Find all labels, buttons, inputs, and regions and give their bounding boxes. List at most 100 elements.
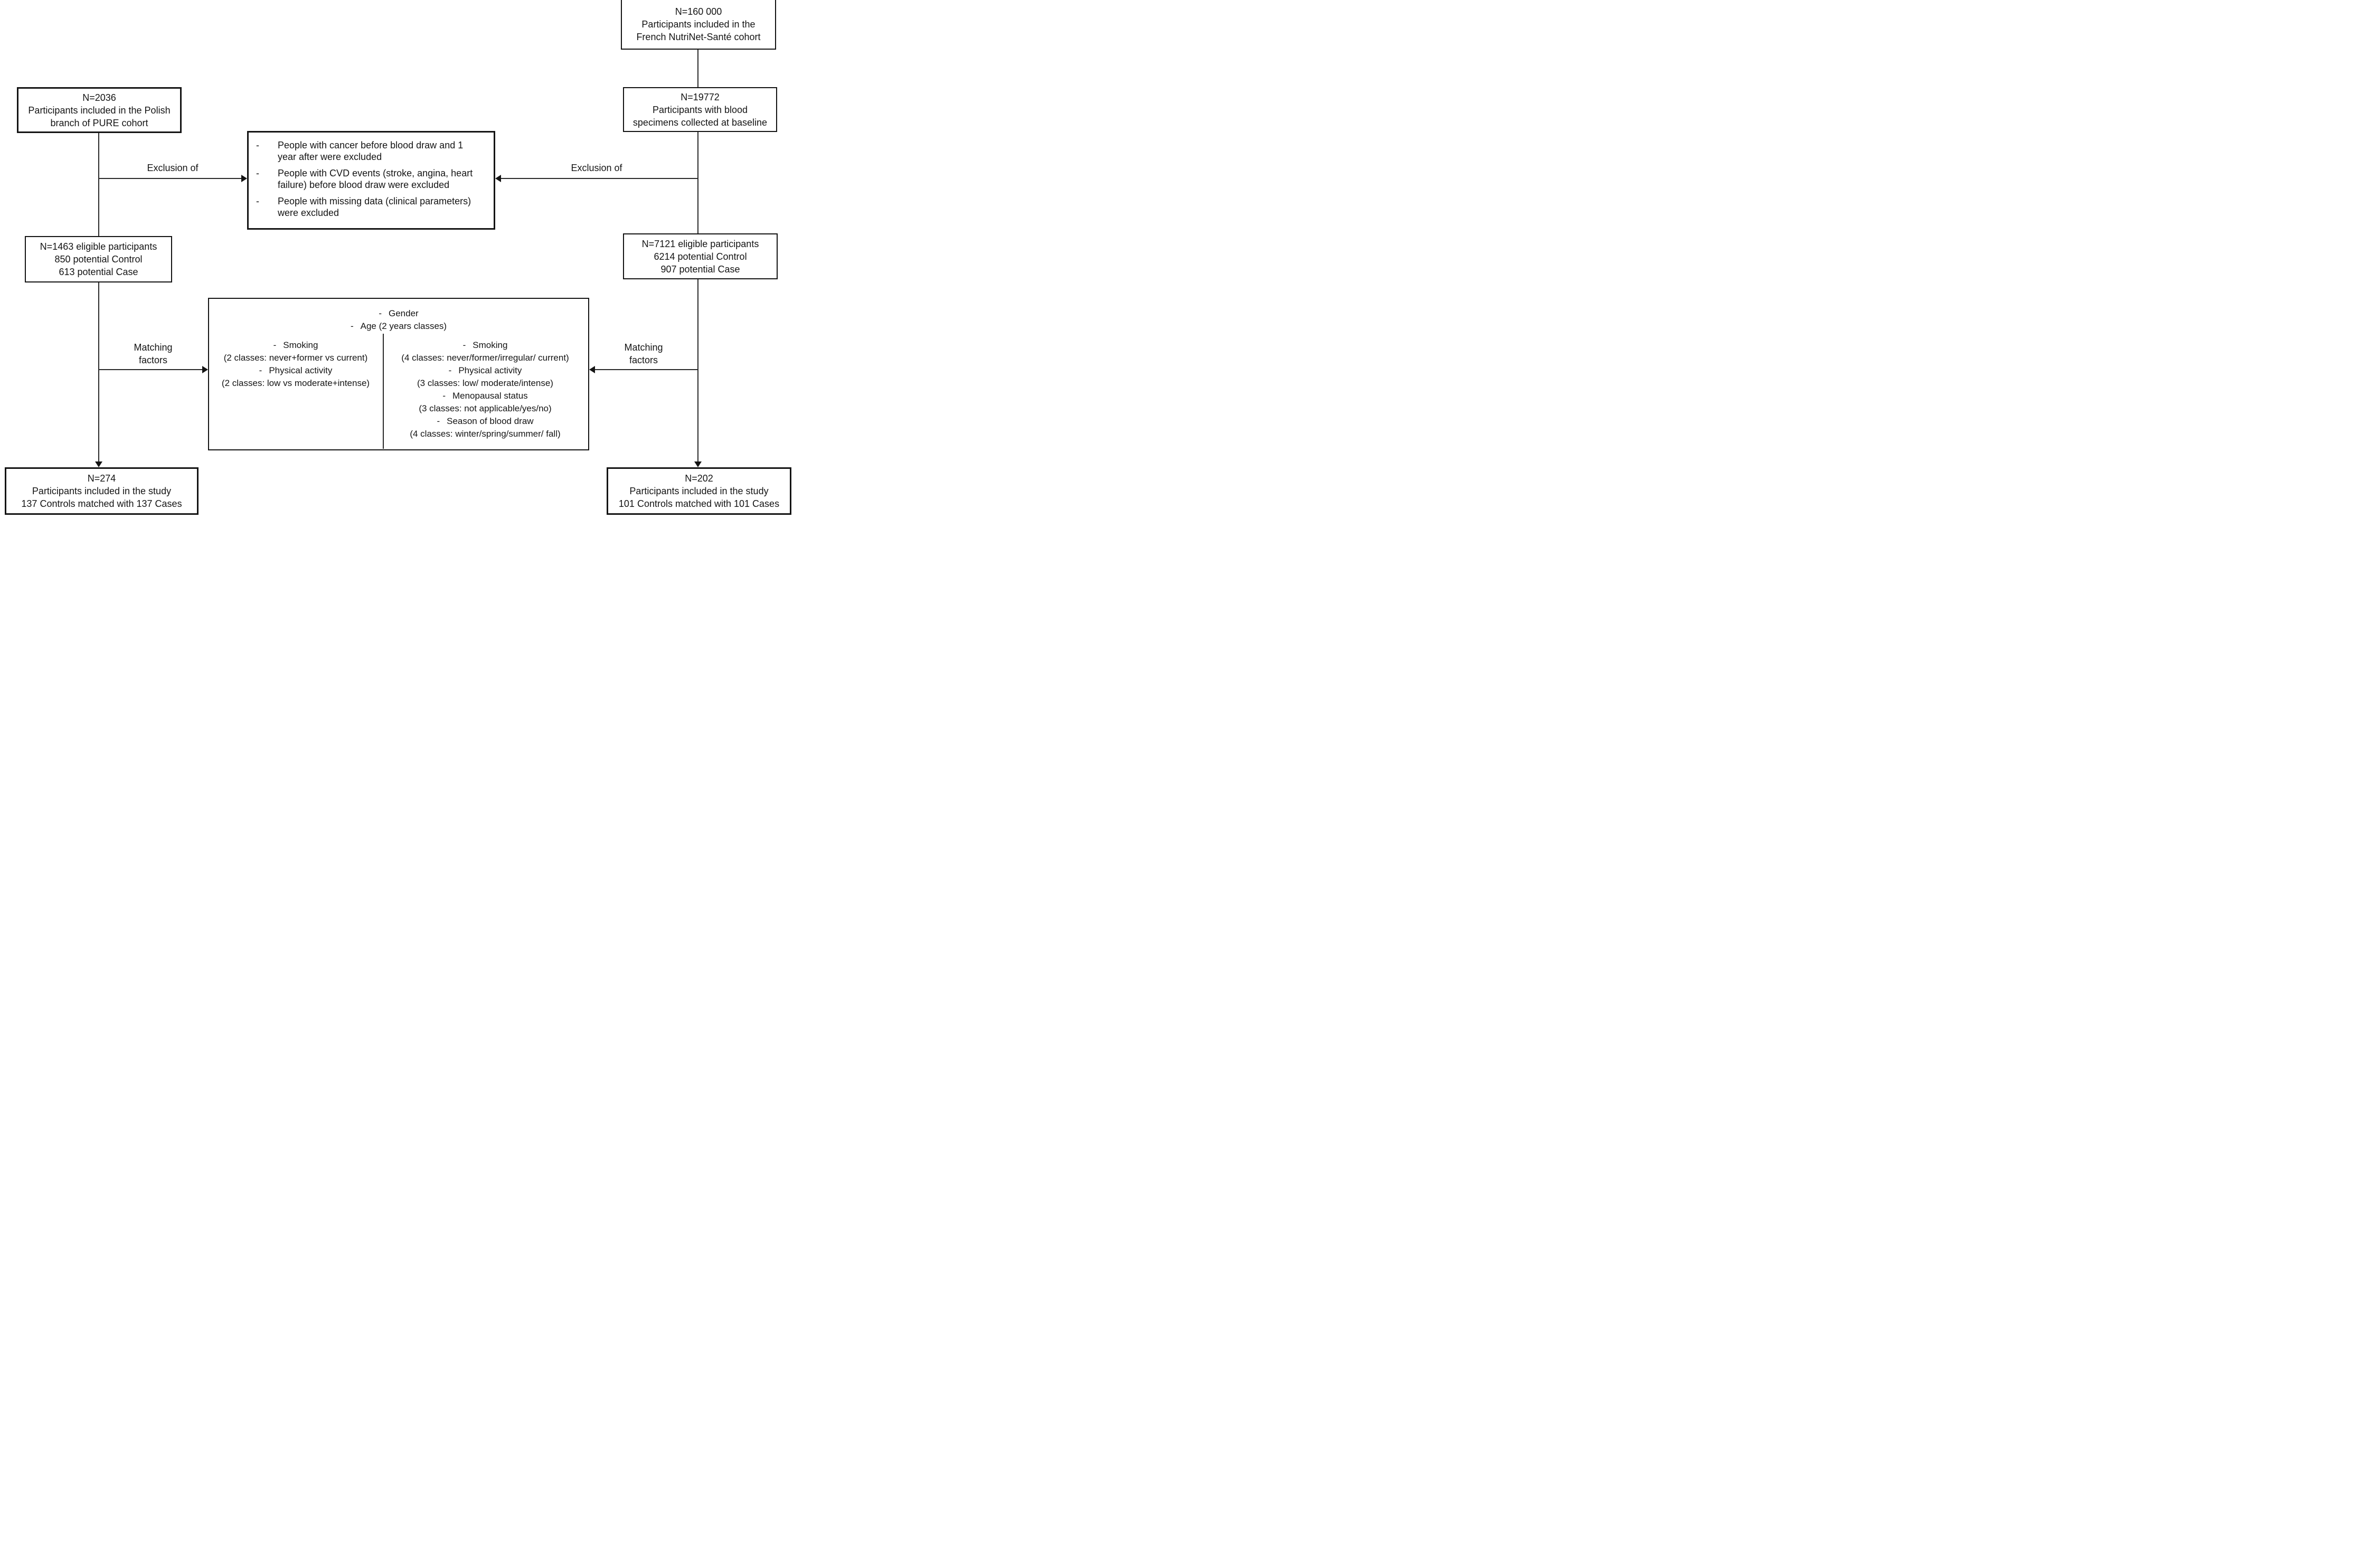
matching-label-left: Matching factors [111, 341, 195, 366]
matching-factor: - Physical activity [209, 364, 382, 377]
connector-polish-eligible-to-final [98, 282, 99, 461]
column-divider [383, 334, 384, 449]
polish-cohort-box: N=2036 Participants included in the Poli… [17, 87, 182, 133]
matching-factor-label: Physical activity [269, 365, 333, 375]
matching-label-line: factors [629, 355, 658, 365]
matching-factor-classes: (3 classes: low/ moderate/intense) [417, 378, 553, 388]
box-text-line: Participants included in the [641, 19, 755, 30]
matching-label-line: Matching [134, 342, 173, 353]
matching-factor: - Smoking [382, 339, 588, 352]
arrowhead-into-exclusion-left-icon [241, 175, 247, 182]
participant-count: N=19772 [681, 91, 720, 102]
matching-factor: - Age (2 years classes) [209, 320, 588, 333]
bullet-dash: - [448, 365, 452, 375]
bullet-dash: - [273, 340, 277, 350]
arrowhead-into-french-final-icon [694, 461, 702, 467]
arrowhead-into-matching-right-icon [589, 366, 595, 373]
connector-french-blood-to-eligible [697, 132, 698, 233]
box-text-line: Participants included in the study [32, 486, 172, 496]
matched-counts: 101 Controls matched with 101 Cases [618, 498, 780, 509]
exclusion-item: - People with missing data (clinical par… [249, 195, 490, 219]
matching-columns: - Smoking (2 classes: never+former vs cu… [209, 333, 588, 440]
final-count: N=202 [685, 473, 713, 484]
matching-shared-factors: - Gender - Age (2 years classes) [209, 299, 588, 333]
matching-factor-classes: (4 classes: never/former/irregular/ curr… [401, 353, 569, 363]
matching-factor-label: Smoking [283, 340, 318, 350]
bullet-dash: - [350, 321, 354, 331]
matching-factor: - Smoking [209, 339, 382, 352]
arrow-shaft-exclusion-left [99, 178, 242, 179]
french-eligible-box: N=7121 eligible participants 6214 potent… [623, 233, 778, 279]
box-text-line: Participants included in the Polish [28, 105, 171, 116]
box-text-line: specimens collected at baseline [632, 117, 768, 128]
arrow-shaft-exclusion-right [500, 178, 698, 179]
box-text-line: Participants with blood [652, 104, 748, 115]
matching-factor-classes: (2 classes: low vs moderate+intense) [221, 378, 370, 388]
matching-factor: - Gender [209, 307, 588, 320]
exclusion-item-line: were excluded [278, 208, 339, 218]
matching-label-line: Matching [624, 342, 663, 353]
matching-factors-box: - Gender - Age (2 years classes) - Smoki… [208, 298, 589, 450]
final-count: N=274 [87, 473, 116, 484]
matching-factor-label: Smoking [473, 340, 508, 350]
exclusion-label-left: Exclusion of [147, 163, 199, 173]
matching-factor: - Season of blood draw [382, 415, 588, 428]
potential-control-count: 6214 potential Control [654, 251, 747, 262]
arrowhead-into-polish-final-icon [95, 461, 102, 467]
matching-factor-label: Physical activity [458, 365, 522, 375]
bullet-dash: - [256, 168, 259, 178]
arrowhead-into-matching-left-icon [202, 366, 208, 373]
exclusion-item-line: failure) before blood draw were excluded [278, 180, 450, 190]
bullet-dash: - [256, 196, 259, 206]
box-text-line: branch of PURE cohort [50, 117, 148, 128]
french-blood-specimens-box: N=19772 Participants with blood specimen… [623, 87, 777, 132]
arrow-shaft-matching-right [594, 369, 698, 370]
study-flow-diagram: N=2036 Participants included in the Poli… [0, 0, 794, 519]
connector-polish-cohort-to-eligible [98, 133, 99, 236]
bullet-dash: - [437, 416, 440, 426]
bullet-dash: - [462, 340, 466, 350]
matching-label-right: Matching factors [601, 341, 686, 366]
participant-count: N=2036 [82, 92, 116, 103]
box-text-line: French NutriNet-Santé cohort [636, 32, 761, 42]
connector-french-cohort-to-blood [697, 50, 698, 87]
matching-factor-label: Season of blood draw [447, 416, 534, 426]
exclusion-item-line: People with missing data (clinical param… [278, 196, 471, 206]
exclusion-item-line: People with CVD events (stroke, angina, … [278, 168, 473, 178]
connector-french-eligible-to-final [697, 279, 698, 461]
matching-label-line: factors [138, 355, 168, 365]
potential-case-count: 907 potential Case [660, 263, 740, 275]
exclusion-criteria-box: - People with cancer before blood draw a… [247, 131, 495, 230]
exclusion-item-line: year after were excluded [278, 152, 382, 162]
participant-count: N=160 000 [675, 6, 722, 17]
potential-case-count: 613 potential Case [59, 267, 138, 277]
matching-factor-label: Age (2 years classes) [360, 321, 447, 331]
matched-counts: 137 Controls matched with 137 Cases [21, 498, 182, 509]
eligible-count: N=7121 eligible participants [641, 238, 759, 249]
bullet-dash: - [259, 365, 262, 375]
bullet-dash: - [442, 391, 446, 401]
exclusion-item: - People with CVD events (stroke, angina… [249, 167, 490, 191]
box-text-line: Participants included in the study [629, 486, 769, 496]
matching-column-polish: - Smoking (2 classes: never+former vs cu… [209, 339, 382, 440]
potential-control-count: 850 potential Control [54, 254, 143, 265]
bullet-dash: - [256, 140, 259, 150]
eligible-count: N=1463 eligible participants [40, 241, 157, 252]
matching-column-french: - Smoking (4 classes: never/former/irreg… [382, 339, 588, 440]
arrow-shaft-matching-left [99, 369, 203, 370]
exclusion-item: - People with cancer before blood draw a… [249, 139, 490, 163]
matching-factor: - Physical activity [382, 364, 588, 377]
arrowhead-into-exclusion-right-icon [495, 175, 501, 182]
bullet-dash: - [379, 308, 382, 318]
exclusion-label-right: Exclusion of [571, 163, 622, 173]
matching-factor-label: Menopausal status [452, 391, 528, 401]
polish-final-study-box: N=274 Participants included in the study… [5, 467, 199, 515]
exclusion-item-line: People with cancer before blood draw and… [278, 140, 464, 150]
matching-factor-classes: (2 classes: never+former vs current) [223, 353, 368, 363]
french-cohort-box: N=160 000 Participants included in the F… [621, 0, 776, 50]
matching-factor: - Menopausal status [382, 390, 588, 402]
matching-factor-classes: (3 classes: not applicable/yes/no) [419, 403, 552, 413]
polish-eligible-box: N=1463 eligible participants 850 potenti… [25, 236, 172, 282]
french-final-study-box: N=202 Participants included in the study… [607, 467, 791, 515]
matching-factor-label: Gender [388, 308, 419, 318]
